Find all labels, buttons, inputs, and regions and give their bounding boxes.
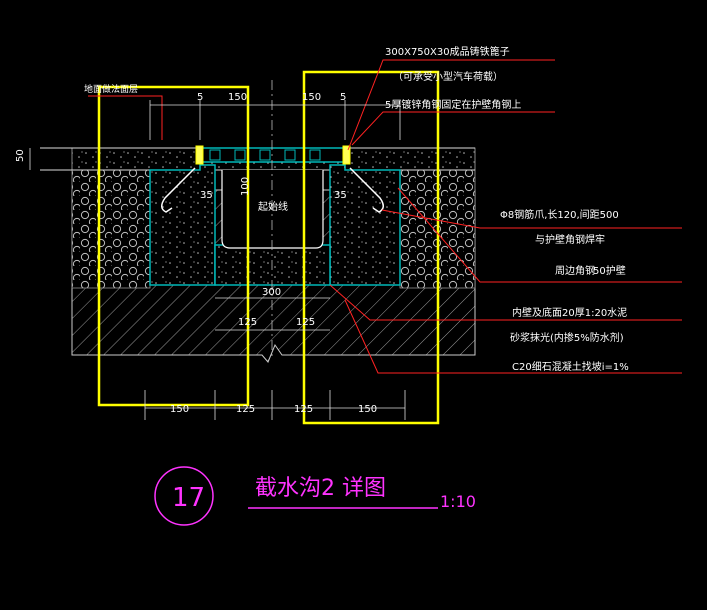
note-edge-angle: 周边角钢	[555, 264, 595, 277]
title-number: 17	[172, 483, 205, 513]
anchor-bars	[161, 167, 384, 213]
dim-right-35: 35	[334, 190, 347, 201]
dim-depth-100: 100	[240, 177, 251, 196]
dim-top-left-5: 5	[197, 92, 203, 103]
dim-inner-125-right: 125	[296, 317, 315, 328]
gravel-fill-left	[71, 169, 151, 289]
title-name: 截水沟2 详图	[255, 476, 386, 501]
note-edge-angle-size: 50护壁	[593, 264, 626, 277]
dim-left-35: 35	[200, 190, 213, 201]
dim-top-right-150: 150	[302, 92, 321, 103]
dim-base-125-right: 125	[294, 404, 313, 415]
dim-bottom-300: 300	[262, 287, 281, 298]
leader-lines	[88, 59, 682, 374]
dim-base-125-left: 125	[236, 404, 255, 415]
highlight-box-left	[97, 85, 250, 407]
dim-base-150-left: 150	[170, 404, 189, 415]
dim-base-150-right: 150	[358, 404, 377, 415]
trench-walls	[149, 164, 401, 286]
note-lining-mortar: 砂浆抹光(内掺5%防水剂)	[510, 331, 624, 344]
note-cover: 300X750X30成品铸铁篦子	[385, 45, 510, 58]
note-lining: 内壁及底面20厚1:20水泥	[512, 306, 627, 319]
highlight-box-right	[302, 70, 440, 425]
title-number-circle	[154, 466, 214, 526]
note-slope-line: 起始线	[258, 200, 288, 213]
dim-inner-125-left: 125	[238, 317, 257, 328]
dim-top-left-150: 150	[228, 92, 247, 103]
dim-top-right-5: 5	[340, 92, 346, 103]
note-base: C20细石混凝土找坡i=1%	[512, 360, 629, 373]
dimension-lines	[29, 100, 406, 420]
note-cover-load: （可承受小型汽车荷载）	[393, 70, 503, 83]
note-anchor-weld: 与护壁角钢焊牢	[535, 233, 605, 246]
note-angle-steel: 5厚镀锌角钢固定在护壁角钢上	[385, 98, 521, 111]
title-scale: 1:10	[440, 492, 476, 511]
note-anchor: Φ8钢筋爪,长120,间距500	[500, 208, 619, 221]
note-surface: 地面做法面层	[84, 83, 138, 95]
dim-left-50: 50	[15, 149, 26, 162]
grating-cover	[195, 145, 351, 165]
